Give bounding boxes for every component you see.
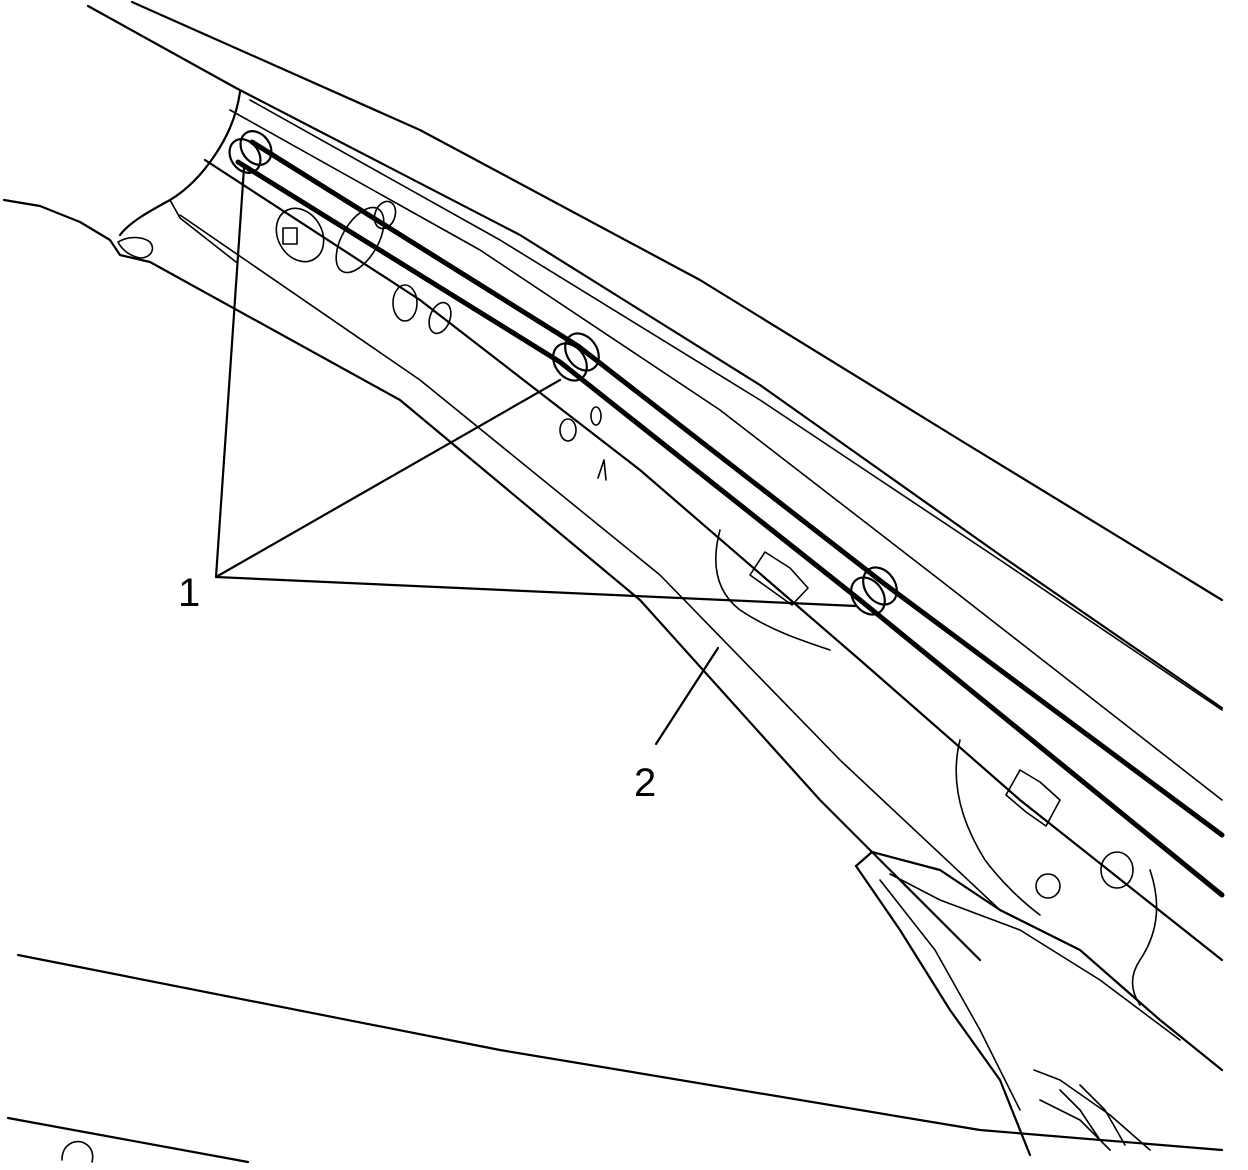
fastener-clip-3 <box>850 566 898 616</box>
fastener-clip-1 <box>228 130 273 174</box>
roof-panel-outline <box>86 0 1224 710</box>
callout-label-2: 2 <box>634 761 656 805</box>
callout-leaders <box>214 166 858 746</box>
fastener-clip-2 <box>552 332 600 382</box>
header-rail <box>148 99 1224 962</box>
lower-body-lines <box>6 953 1224 1164</box>
rail-holes <box>275 200 1134 899</box>
callout-label-1: 1 <box>178 571 200 615</box>
trim-end-cap <box>2 90 242 264</box>
roof-rail-tube <box>235 139 1225 898</box>
lower-bracket <box>715 529 1224 1157</box>
